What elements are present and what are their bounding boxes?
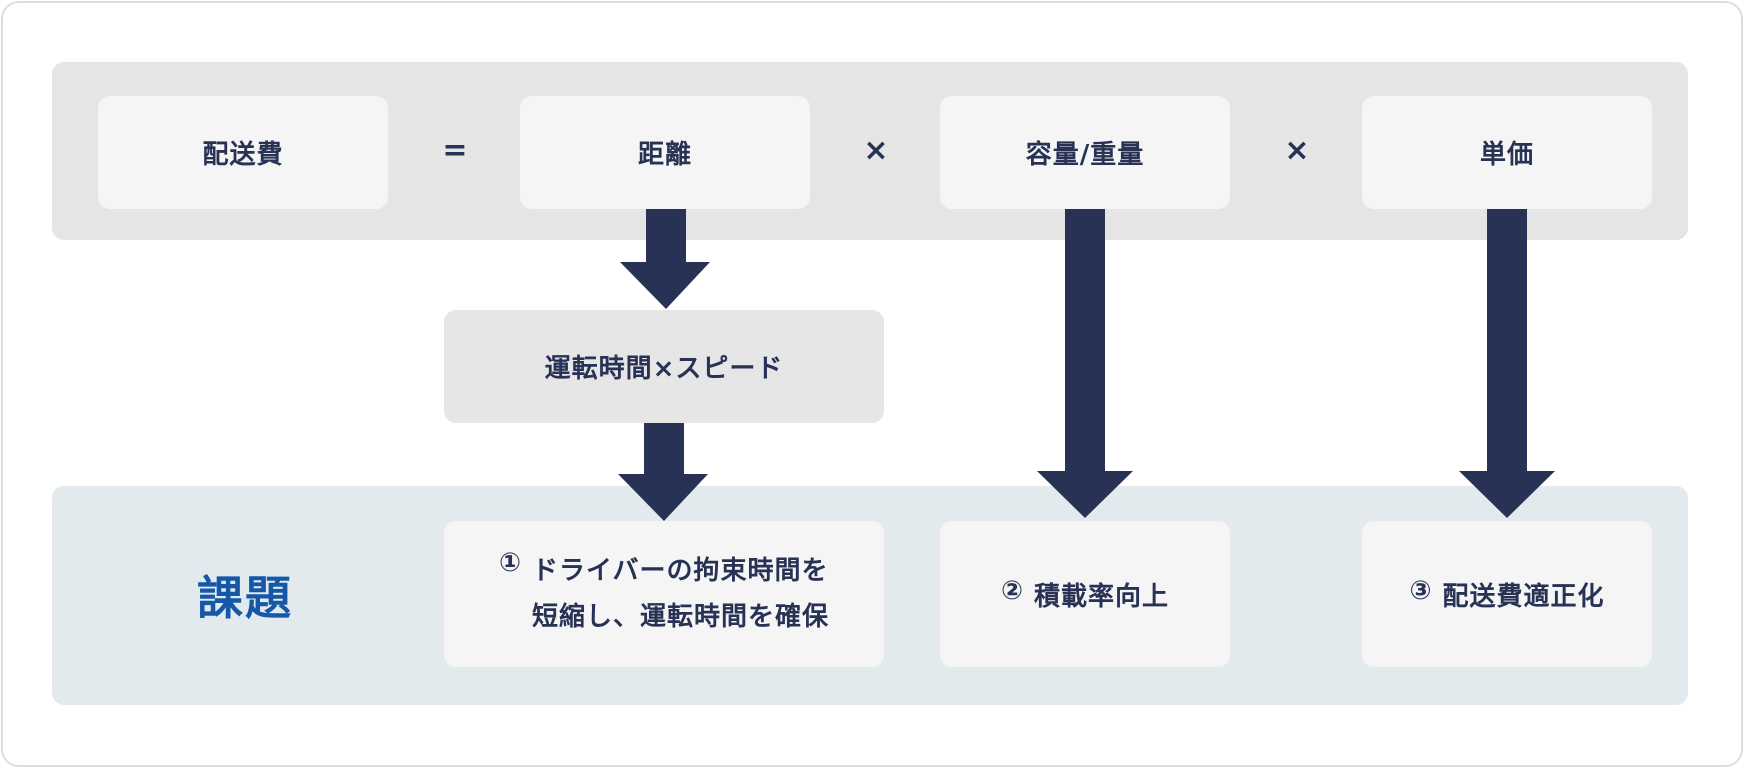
- multiply-sign-2: ×: [1284, 132, 1310, 168]
- issue-2-number: ②: [1000, 575, 1024, 606]
- issue-1-number: ①: [498, 548, 522, 578]
- distance-label: 距離: [637, 140, 692, 170]
- issue-1-line-2: 短縮し、運転時間を確保: [532, 602, 830, 632]
- unit-price-label: 単価: [1479, 140, 1534, 170]
- issue-3-text: 配送費適正化: [1442, 581, 1605, 612]
- driving-time-speed-box: 運転時間×スピード: [444, 310, 884, 423]
- capacity-weight-box: 容量/重量: [940, 96, 1230, 209]
- distance-box: 距離: [520, 96, 810, 209]
- issues-heading: 課題: [197, 571, 293, 625]
- multiply-sign-1: ×: [863, 132, 889, 168]
- issue-1-box: ① ドライバーの拘束時間を 短縮し、運転時間を確保: [444, 521, 884, 667]
- capacity-weight-label: 容量/重量: [1025, 140, 1145, 170]
- formula-result-box: 配送費: [98, 96, 388, 209]
- issue-1-line-1: ドライバーの拘束時間を: [532, 556, 829, 586]
- unit-price-box: 単価: [1362, 96, 1652, 209]
- issue-3-number: ③: [1409, 575, 1433, 606]
- driving-time-speed-label: 運転時間×スピード: [544, 354, 784, 384]
- issue-2-text: 積載率向上: [1034, 581, 1170, 612]
- issue-2-box: ② 積載率向上: [940, 521, 1230, 667]
- issue-3-box: ③ 配送費適正化: [1362, 521, 1652, 667]
- equals-sign: =: [442, 132, 468, 168]
- formula-result-label: 配送費: [202, 140, 284, 170]
